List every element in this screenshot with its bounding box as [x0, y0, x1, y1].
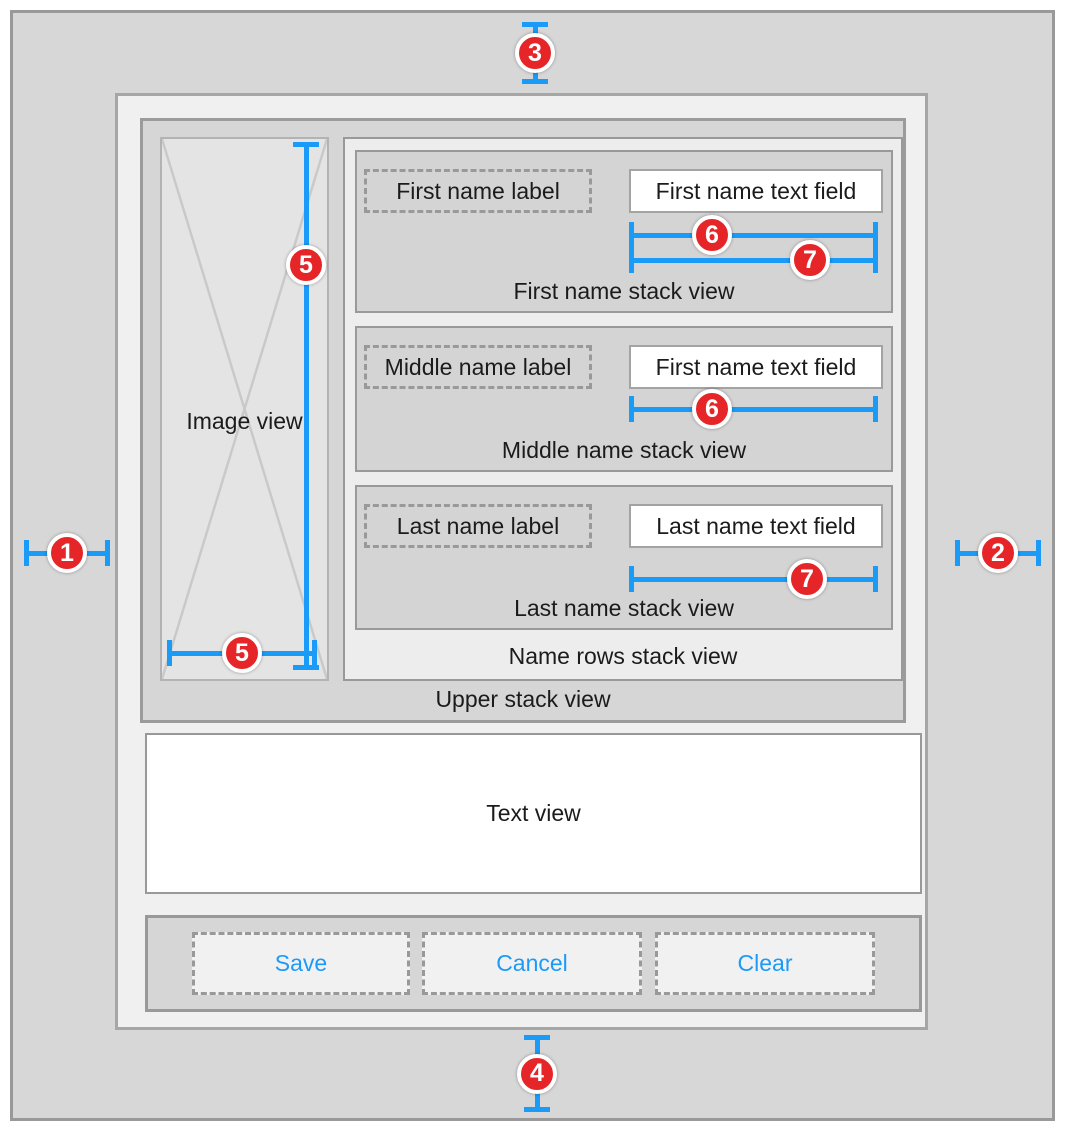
name-rows-stack-view-caption: Name rows stack view — [508, 643, 738, 669]
image-view-label: Image view — [186, 408, 303, 434]
dimension-line-6-middle-row: 6 — [629, 389, 878, 429]
button-stack-view: Save Cancel Clear — [145, 915, 922, 1012]
middle-name-stack-view: Middle name label First name text field … — [355, 326, 893, 472]
last-name-label: Last name label — [364, 504, 592, 548]
dimension-line-3: 3 — [515, 22, 555, 84]
clear-button[interactable]: Clear — [655, 932, 875, 995]
save-button[interactable]: Save — [192, 932, 410, 995]
dimension-line-1: 1 — [24, 533, 110, 573]
dimension-line-4: 4 — [517, 1035, 557, 1112]
image-placeholder-icon — [162, 139, 327, 679]
constraint-badge-6b: 6 — [692, 389, 732, 429]
last-name-stack-view-caption: Last name stack view — [514, 595, 734, 621]
first-name-label: First name label — [364, 169, 592, 213]
text-view[interactable]: Text view — [145, 733, 922, 894]
dimension-line-7-first-row: 7 — [629, 240, 878, 280]
name-rows-stack-view: First name label First name text field F… — [343, 137, 903, 681]
constraint-badge-5b: 5 — [222, 633, 262, 673]
scene-background: Image view First name label First name t… — [10, 10, 1055, 1121]
dimension-line-5-width: 5 — [167, 633, 317, 673]
first-name-stack-view: First name label First name text field F… — [355, 150, 893, 313]
dimension-line-5-height: 5 — [286, 142, 326, 670]
constraint-badge-2: 2 — [978, 533, 1018, 573]
constraint-badge-1: 1 — [47, 533, 87, 573]
upper-stack-view-caption: Upper stack view — [435, 686, 611, 712]
first-name-stack-view-caption: First name stack view — [513, 278, 735, 304]
constraint-badge-3: 3 — [515, 33, 555, 73]
first-name-text-field[interactable]: First name text field — [629, 169, 883, 213]
constraint-badge-7b: 7 — [787, 559, 827, 599]
dimension-line-7-last-row: 7 — [629, 559, 878, 599]
middle-name-stack-view-caption: Middle name stack view — [501, 437, 747, 463]
upper-stack-view: Image view First name label First name t… — [140, 118, 906, 723]
image-view: Image view — [160, 137, 329, 681]
middle-name-label: Middle name label — [364, 345, 592, 389]
middle-name-text-field[interactable]: First name text field — [629, 345, 883, 389]
constraint-badge-6: 6 — [692, 215, 732, 255]
last-name-text-field[interactable]: Last name text field — [629, 504, 883, 548]
constraint-badge-7: 7 — [790, 240, 830, 280]
dimension-line-2: 2 — [955, 533, 1041, 573]
constraint-badge-4: 4 — [517, 1053, 557, 1094]
last-name-stack-view: Last name label Last name text field Las… — [355, 485, 893, 630]
constraint-badge-5: 5 — [286, 245, 326, 285]
dimension-line-6-first-row: 6 — [629, 215, 878, 255]
cancel-button[interactable]: Cancel — [422, 932, 642, 995]
